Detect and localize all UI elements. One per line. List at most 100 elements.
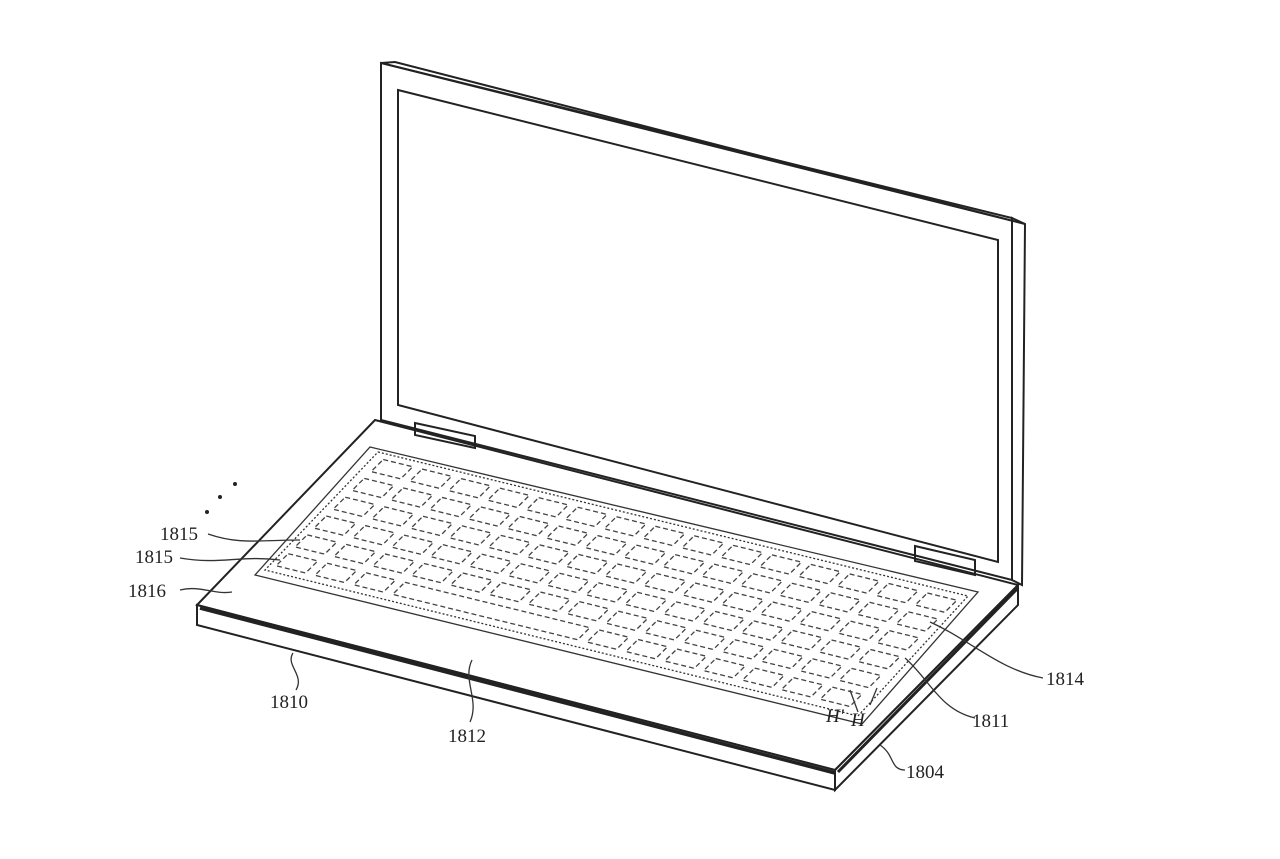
key	[351, 477, 395, 499]
ellipsis-dots	[205, 482, 237, 514]
key	[720, 544, 764, 566]
keyboard-region	[253, 446, 980, 725]
key	[391, 534, 435, 556]
key	[837, 620, 881, 642]
label-h-prime: H'	[825, 706, 845, 727]
key	[818, 639, 862, 660]
key	[683, 629, 727, 651]
label-1816: 1816	[128, 581, 166, 602]
key	[701, 563, 745, 585]
key	[487, 487, 531, 509]
key	[797, 563, 841, 585]
key	[370, 458, 414, 480]
key	[876, 630, 920, 651]
key	[275, 553, 319, 574]
key	[895, 611, 939, 632]
key	[721, 639, 765, 660]
key	[799, 658, 843, 679]
key	[525, 497, 569, 518]
display-lid	[380, 60, 1027, 587]
key	[603, 516, 647, 537]
key	[741, 667, 785, 689]
key	[586, 629, 630, 650]
key	[429, 496, 473, 518]
key	[353, 572, 397, 593]
key	[585, 582, 629, 603]
display-screen	[397, 88, 999, 564]
hinge-right	[914, 544, 976, 577]
key	[294, 534, 338, 555]
key	[584, 534, 628, 556]
key	[663, 601, 707, 622]
key	[411, 562, 455, 584]
label-1812: 1812	[448, 726, 486, 747]
label-1815-upper: 1815	[160, 524, 198, 545]
key	[643, 572, 687, 594]
key	[371, 506, 415, 527]
key	[625, 638, 669, 660]
key	[721, 591, 765, 613]
key	[332, 496, 376, 518]
key	[390, 487, 434, 508]
key	[449, 572, 493, 593]
key	[702, 610, 746, 632]
key	[914, 592, 958, 613]
key	[566, 600, 610, 622]
key	[448, 477, 492, 499]
key	[333, 543, 377, 565]
key	[780, 676, 824, 698]
key	[352, 524, 396, 546]
key	[410, 515, 454, 537]
key	[702, 657, 746, 679]
key	[740, 620, 784, 641]
key	[623, 544, 667, 566]
key	[817, 592, 861, 613]
key	[779, 629, 823, 651]
key	[430, 543, 474, 565]
key-spacebar	[392, 581, 591, 641]
key	[838, 667, 882, 689]
key	[759, 601, 803, 623]
keyboard-keys	[275, 458, 958, 708]
key	[798, 610, 842, 632]
key	[487, 534, 531, 556]
key	[313, 515, 357, 536]
key	[759, 554, 803, 575]
key	[488, 581, 532, 603]
key	[681, 535, 725, 556]
key	[449, 525, 493, 546]
key	[662, 553, 706, 575]
key	[664, 648, 708, 669]
key	[605, 610, 649, 632]
key	[565, 553, 609, 575]
key	[468, 506, 512, 527]
label-1814: 1814	[1046, 669, 1085, 690]
key	[409, 468, 453, 490]
label-1804: 1804	[906, 762, 945, 783]
key	[682, 582, 726, 603]
label-1811: 1811	[972, 711, 1009, 732]
laptop-base	[195, 418, 1020, 793]
key	[506, 515, 550, 537]
key	[875, 582, 919, 604]
key	[778, 582, 822, 604]
key	[642, 525, 686, 547]
key	[526, 544, 570, 565]
key	[314, 562, 358, 584]
key	[836, 573, 880, 594]
key	[527, 591, 571, 613]
key	[644, 620, 688, 641]
key	[507, 563, 551, 584]
key	[760, 648, 804, 670]
key	[546, 572, 590, 594]
key	[819, 686, 863, 708]
key	[545, 525, 589, 546]
key	[740, 573, 784, 594]
key	[857, 648, 901, 670]
label-1815-lower: 1815	[135, 547, 173, 568]
key	[564, 506, 608, 528]
key	[856, 601, 900, 623]
key	[372, 553, 416, 574]
key	[604, 563, 648, 584]
